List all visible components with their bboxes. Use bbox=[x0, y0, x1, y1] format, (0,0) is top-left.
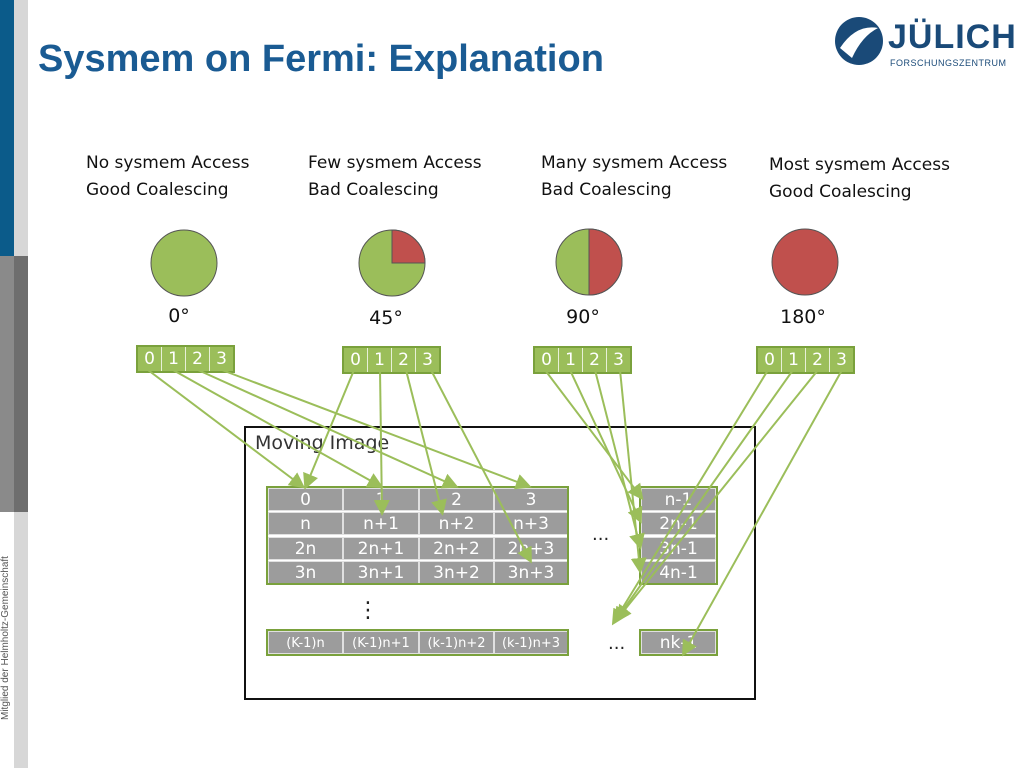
access-arrow bbox=[405, 369, 447, 516]
horizontal-ellipsis: ... bbox=[608, 633, 626, 654]
case-0-label: No sysmem Access Good Coalescing bbox=[86, 150, 249, 204]
grid-cell: (K-1)n+1 bbox=[343, 631, 419, 654]
thread-index: 0 bbox=[350, 350, 361, 370]
case-1-angle: 45° bbox=[369, 307, 403, 329]
access-arrow bbox=[303, 369, 355, 490]
case-3-line2: Good Coalescing bbox=[769, 182, 912, 202]
sidebar-accent-top bbox=[0, 0, 14, 256]
pie-slice-red bbox=[391, 229, 426, 264]
access-arrow bbox=[569, 369, 643, 524]
grid-cell: n bbox=[268, 512, 343, 535]
sidebar-stripe-mid bbox=[14, 256, 28, 512]
access-arrow bbox=[544, 369, 644, 501]
thread-index: 1 bbox=[558, 348, 582, 372]
thread-index: 0 bbox=[764, 350, 775, 370]
access-arrow bbox=[615, 369, 819, 622]
thread-index: 2 bbox=[582, 348, 606, 372]
access-arrow bbox=[682, 369, 843, 657]
case-2-thread-indices: 0 1 2 3 bbox=[533, 346, 632, 374]
logo-wordmark: JÜLICH bbox=[888, 18, 1017, 56]
pie-case-3 bbox=[771, 228, 839, 296]
pie-case-0 bbox=[150, 229, 218, 297]
access-arrow bbox=[147, 369, 306, 489]
sidebar-accent-mid bbox=[0, 256, 14, 512]
grid-cell: (K-1)n bbox=[268, 631, 343, 654]
case-0-line2: Good Coalescing bbox=[86, 180, 229, 200]
grid-cell: (k-1)n+3 bbox=[494, 631, 568, 654]
thread-index: 3 bbox=[209, 347, 233, 371]
case-3-angle: 180° bbox=[780, 306, 826, 328]
juelich-logo-icon bbox=[835, 17, 883, 65]
access-arrow bbox=[373, 369, 390, 516]
thread-index: 1 bbox=[161, 347, 185, 371]
access-arrow bbox=[172, 369, 384, 488]
case-1-thread-indices: 0 1 2 3 bbox=[342, 346, 441, 374]
case-1-label: Few sysmem Access Bad Coalescing bbox=[308, 150, 482, 204]
pie-slice bbox=[771, 228, 839, 296]
pie-slice bbox=[150, 229, 218, 297]
thread-index: 1 bbox=[367, 348, 391, 372]
thread-index: 2 bbox=[391, 348, 415, 372]
grid-cell: 2n+1 bbox=[343, 537, 419, 560]
moving-image-title: Moving Image bbox=[255, 432, 390, 454]
pie-case-1 bbox=[358, 229, 426, 297]
access-arrow bbox=[221, 369, 532, 490]
thread-index: 2 bbox=[185, 347, 209, 371]
grid-cell: 2n-1 bbox=[641, 512, 716, 535]
case-0-line1: No sysmem Access bbox=[86, 153, 250, 173]
thread-index: 3 bbox=[606, 348, 630, 372]
pie-case-2 bbox=[555, 228, 623, 296]
slide-title: Sysmem on Fermi: Explanation bbox=[38, 38, 604, 80]
logo-subtitle: FORSCHUNGSZENTRUM bbox=[890, 58, 1007, 68]
case-0-thread-indices: 0 1 2 3 bbox=[136, 345, 235, 373]
grid-cell: (k-1)n+2 bbox=[419, 631, 494, 654]
thread-index: 1 bbox=[781, 348, 805, 372]
access-arrow bbox=[594, 369, 645, 550]
thread-index: 0 bbox=[541, 350, 552, 370]
case-2-line1: Many sysmem Access bbox=[541, 153, 728, 173]
access-arrow bbox=[197, 369, 459, 489]
grid-cell: nk-1 bbox=[641, 631, 716, 654]
grid-cell: 2n+2 bbox=[419, 537, 494, 560]
case-1-line2: Bad Coalescing bbox=[308, 180, 439, 200]
horizontal-ellipsis: ... bbox=[592, 524, 610, 545]
access-arrow bbox=[613, 369, 794, 624]
access-arrow bbox=[430, 369, 532, 564]
case-2-line2: Bad Coalescing bbox=[541, 180, 672, 200]
case-3-label: Most sysmem Access Good Coalescing bbox=[769, 152, 950, 206]
moving-image-frame bbox=[244, 426, 756, 700]
grid-cell: 2n bbox=[268, 537, 343, 560]
thread-index: 0 bbox=[144, 349, 155, 369]
case-3-thread-indices: 0 1 2 3 bbox=[756, 346, 855, 374]
access-arrow bbox=[619, 369, 647, 574]
case-0-angle: 0° bbox=[168, 305, 190, 327]
thread-index: 3 bbox=[415, 348, 439, 372]
grid-cell: n+2 bbox=[419, 512, 494, 535]
access-arrow bbox=[611, 369, 769, 626]
vertical-ellipsis: ⋮ bbox=[357, 598, 379, 623]
thread-index: 3 bbox=[829, 348, 853, 372]
case-3-line1: Most sysmem Access bbox=[769, 155, 950, 175]
case-1-line1: Few sysmem Access bbox=[308, 153, 482, 173]
juelich-logo: JÜLICH FORSCHUNGSZENTRUM bbox=[830, 12, 1016, 76]
pie-slice-red bbox=[588, 228, 623, 296]
case-2-angle: 90° bbox=[566, 306, 600, 328]
grid-cell: n+3 bbox=[494, 512, 568, 535]
case-2-label: Many sysmem Access Bad Coalescing bbox=[541, 150, 727, 204]
thread-index: 2 bbox=[805, 348, 829, 372]
